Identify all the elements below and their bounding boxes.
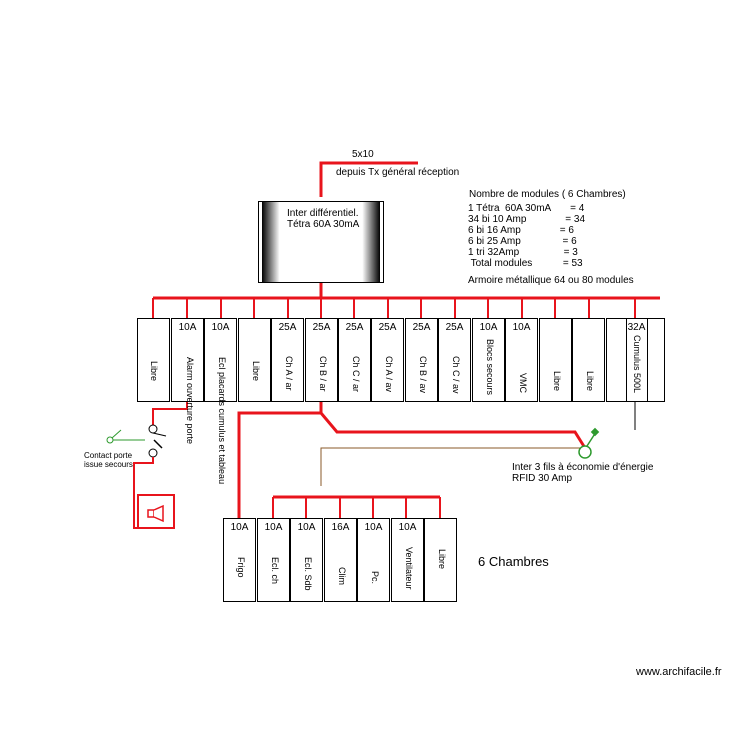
main-breaker: Inter différentiel. Tétra 60A 30mA — [258, 201, 384, 283]
main-breaker-body — [262, 202, 380, 282]
breaker-bottom-5: 10A Pc. — [357, 518, 390, 602]
breaker-rating: 10A — [230, 522, 249, 533]
breaker-label: Ecl. ch — [270, 557, 280, 585]
summary-line: 34 bi 10 Amp = 34 — [468, 214, 586, 225]
rfid-return-wire — [320, 447, 585, 486]
summary-line: Total modules = 53 — [468, 258, 583, 269]
bottom-drops — [272, 497, 441, 518]
contact-label-line1: Contact porte — [84, 451, 133, 460]
breaker-bottom-7: Libre — [424, 518, 457, 602]
breaker-rating: 25A — [378, 322, 397, 333]
alarm-wire — [152, 402, 188, 425]
breaker-label: Libre — [149, 361, 159, 382]
breaker-rating: 25A — [312, 322, 331, 333]
breaker-rating: 32A — [627, 322, 646, 333]
breaker-label: Ecl. Sdb — [303, 557, 313, 591]
breaker-rating: 25A — [278, 322, 297, 333]
supply-source-label: depuis Tx général réception — [336, 167, 460, 178]
rfid-label: Inter 3 fils à économie d'énergie RFID 3… — [512, 462, 653, 484]
breaker-label: Cumulus 500L — [632, 335, 642, 394]
breaker-rating: 10A — [264, 522, 283, 533]
supply-cable-label: 5x10 — [352, 149, 374, 160]
breaker-top-13: Libre — [539, 318, 572, 402]
breaker-top-3: 10A Ecl placards cumulus et tableau — [204, 318, 237, 484]
breaker-label: VMC — [518, 373, 528, 393]
breaker-top-7: 25A Ch C / ar — [338, 318, 371, 402]
breaker-top-6: 25A Ch B / ar — [305, 318, 338, 402]
contact-label-line2: issue secours — [84, 460, 133, 469]
breaker-label: Ch B / av — [418, 356, 428, 394]
breaker-label: Clim — [337, 567, 347, 585]
breaker-top-1: Libre — [137, 318, 170, 402]
breaker-top-15: 32A Cumulus 500L — [606, 318, 665, 402]
breaker-label: Libre — [437, 549, 447, 570]
breaker-top-5: 25A Ch A / ar — [271, 318, 304, 402]
breaker-top-4: Libre — [238, 318, 271, 402]
breaker-rating: 16A — [331, 522, 350, 533]
breaker-rating: 10A — [297, 522, 316, 533]
breaker-rating: 25A — [445, 322, 464, 333]
breaker-bottom-6: 10A Ventilateur — [391, 518, 424, 602]
breaker-rating: 10A — [512, 322, 531, 333]
breaker-rating: 25A — [412, 322, 431, 333]
breaker-label: Ecl placards cumulus et tableau — [217, 357, 227, 485]
cabinet-label: Armoire métallique 64 ou 80 modules — [468, 275, 634, 286]
summary-line: 1 Tétra 60A 30mA = 4 — [468, 203, 585, 214]
breaker-label: Ch C / ar — [351, 356, 361, 393]
rfid-label-line1: Inter 3 fils à économie d'énergie — [512, 462, 654, 473]
main-breaker-line2: Tétra 60A 30mA — [287, 219, 360, 230]
breaker-rating: 10A — [178, 322, 197, 333]
summary-line: 1 tri 32Amp = 3 — [468, 247, 578, 258]
tri-pole-divider — [626, 319, 648, 401]
top-drops — [152, 298, 636, 318]
breaker-rating: 10A — [364, 522, 383, 533]
breaker-label: Ch C / av — [451, 356, 461, 394]
breaker-rating: 10A — [398, 522, 417, 533]
breaker-top-8: 25A Ch A / av — [371, 318, 404, 402]
rfid-switch-symbol — [578, 445, 592, 459]
breaker-label: Ventilateur — [404, 547, 414, 590]
ch-b-ar-output-wire — [237, 402, 323, 518]
main-breaker-label: Inter différentiel. Tétra 60A 30mA — [287, 208, 359, 230]
breaker-label: Libre — [251, 361, 261, 382]
breaker-label: Pc. — [370, 571, 380, 585]
summary-list: 1 Tétra 60A 30mA = 4 34 bi 10 Amp = 34 6… — [468, 203, 585, 269]
breaker-label: Libre — [552, 371, 562, 392]
breaker-bottom-2: 10A Ecl. ch — [257, 518, 290, 602]
breaker-label: Ch A / av — [384, 356, 394, 393]
breaker-bottom-1: 10A Frigo — [223, 518, 256, 602]
breaker-label: Ch B / ar — [318, 356, 328, 392]
breaker-label: Frigo — [236, 557, 246, 578]
contact-label: Contact porte issue secours — [84, 451, 133, 469]
main-breaker-line1: Inter différentiel. — [287, 208, 359, 219]
breaker-rating: 10A — [479, 322, 498, 333]
siren-box — [137, 494, 175, 529]
breaker-top-10: 25A Ch C / av — [438, 318, 471, 402]
summary-title: Nombre de modules ( 6 Chambres) — [469, 189, 626, 200]
breaker-top-12: 10A VMC — [505, 318, 538, 402]
rfid-label-line2: RFID 30 Amp — [512, 473, 573, 484]
breaker-label: Alarm ouverture porte — [185, 357, 195, 445]
summary-line: 6 bi 25 Amp = 6 — [468, 236, 577, 247]
breaker-top-14: Libre — [572, 318, 605, 402]
breaker-label: Ch A / ar — [284, 356, 294, 391]
breaker-label: Blocs secours — [485, 339, 495, 396]
rfid-feed-wire — [319, 412, 587, 449]
breaker-top-2: 10A Alarm ouverture porte — [171, 318, 204, 444]
breaker-label: Libre — [585, 371, 595, 392]
breaker-bottom-4: 16A Clim — [324, 518, 357, 602]
breaker-rating: 10A — [211, 322, 230, 333]
watermark: www.archifacile.fr — [636, 666, 722, 678]
breaker-bottom-3: 10A Ecl. Sdb — [290, 518, 323, 602]
supply-wire — [319, 161, 418, 197]
breaker-top-9: 25A Ch B / av — [405, 318, 438, 402]
breaker-top-11: 10A Blocs secours — [472, 318, 505, 402]
rooms-label: 6 Chambres — [478, 554, 549, 569]
summary-line: 6 bi 16 Amp = 6 — [468, 225, 574, 236]
breaker-rating: 25A — [345, 322, 364, 333]
